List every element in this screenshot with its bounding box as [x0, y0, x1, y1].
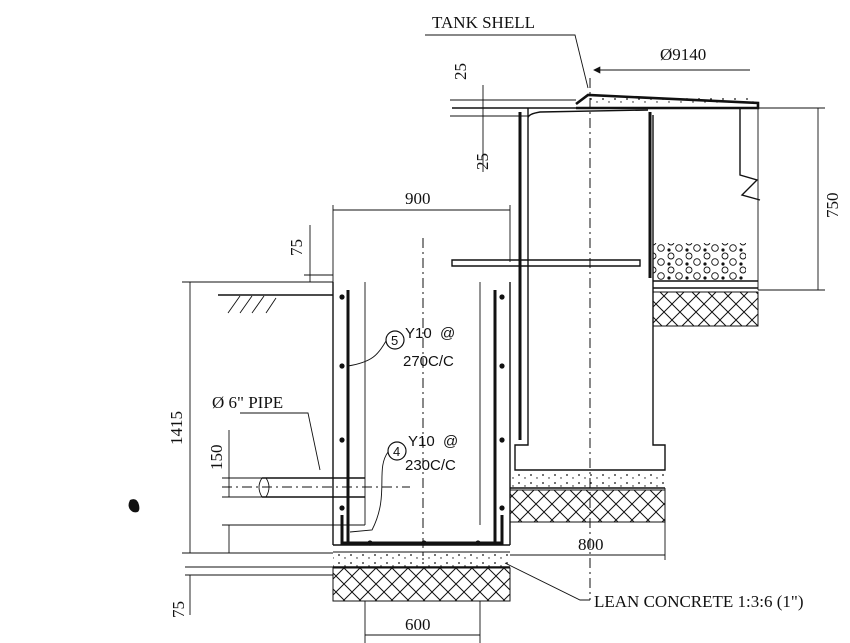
dim-150: 150 [207, 445, 226, 471]
bar5-leader [347, 340, 387, 367]
bar4-spec-line2: 230C/C [405, 457, 456, 474]
bar4-spec-line1: Y10 @ [408, 433, 458, 450]
bar5-spec-line1: Y10 @ [405, 325, 455, 342]
dim-750: 750 [823, 193, 842, 219]
dim-75-bottom: 75 [169, 601, 188, 618]
diameter-label: Ø9140 [660, 45, 706, 64]
svg-text:4: 4 [393, 444, 400, 459]
sump-pit [218, 282, 666, 602]
lean-concrete-leader [504, 562, 590, 601]
tank-shell-label: TANK SHELL [432, 13, 535, 32]
dim-25-top: 25 [451, 63, 470, 80]
dim-800: 800 [578, 535, 604, 554]
bar5-spec-line2: 270C/C [403, 353, 454, 370]
pipe-label: Ø 6" PIPE [212, 393, 283, 412]
ring-beam [451, 93, 761, 471]
tank-shell-leader [425, 34, 589, 89]
dim-600: 600 [405, 615, 431, 634]
lean-concrete-label: LEAN CONCRETE 1:3:6 (1") [594, 592, 804, 611]
dim-25-bottom: 25 [473, 153, 492, 170]
dim-75-top: 75 [287, 239, 306, 256]
ink-blot [128, 499, 140, 513]
bar-mark-4: 4 Y10 @ 230C/C [387, 433, 458, 474]
dim-900: 900 [405, 189, 431, 208]
pipe-leader [240, 412, 321, 471]
dimension-lines [182, 66, 825, 643]
bar4-leader [349, 451, 389, 533]
dim-1415: 1415 [167, 411, 186, 445]
bar-mark-5: 5 Y10 @ 270C/C [385, 325, 455, 370]
svg-text:5: 5 [391, 333, 398, 348]
